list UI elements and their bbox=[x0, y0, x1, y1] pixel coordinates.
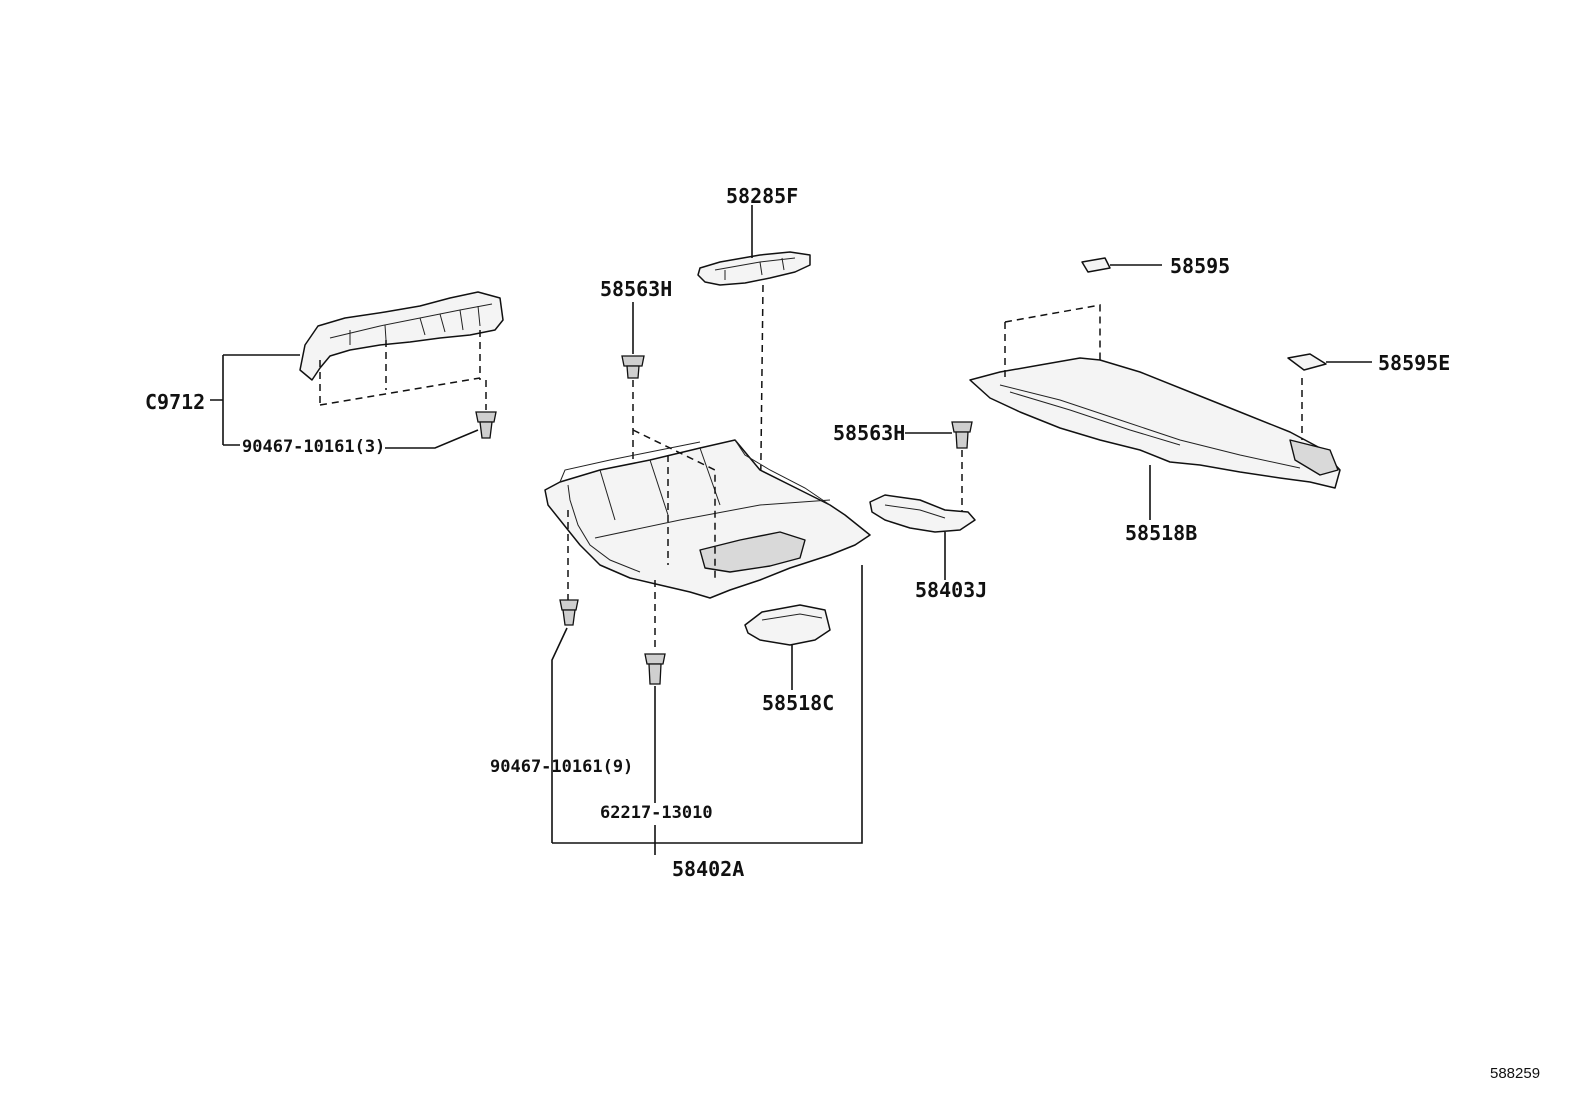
bracket-58285f bbox=[697, 251, 811, 286]
bracket-58403j bbox=[869, 494, 976, 533]
floor-mat-58402a bbox=[544, 439, 871, 599]
label-58402a: 58402A bbox=[672, 857, 744, 881]
clip-90467-bottom bbox=[559, 599, 579, 626]
clip-58563h-top bbox=[621, 355, 645, 379]
leader-90467-3 bbox=[385, 429, 479, 449]
label-58595e: 58595E bbox=[1378, 351, 1450, 375]
label-c9712: C9712 bbox=[145, 390, 205, 414]
label-58403j: 58403J bbox=[915, 578, 987, 602]
clip-90467-left bbox=[475, 411, 497, 439]
tab-58595e bbox=[1287, 353, 1327, 371]
label-58285f: 58285F bbox=[726, 184, 798, 208]
label-58563h-right: 58563H bbox=[833, 421, 905, 445]
pad-58518c bbox=[744, 604, 831, 646]
leader-90467-9 bbox=[551, 627, 568, 843]
clip-62217 bbox=[644, 653, 666, 685]
panel-58518b bbox=[969, 357, 1341, 489]
leader-c9712 bbox=[210, 354, 300, 446]
leader-58402a bbox=[552, 565, 863, 855]
dash-c9712-d bbox=[319, 377, 481, 406]
label-58563h-top: 58563H bbox=[600, 277, 672, 301]
dash-58285f bbox=[759, 284, 764, 541]
figure-id: 588259 bbox=[1490, 1065, 1540, 1082]
label-90467-10161-3: 90467-10161(3) bbox=[242, 437, 385, 457]
dash-58518b-a bbox=[1004, 304, 1101, 360]
side-trim-panel-c9712 bbox=[299, 291, 504, 381]
tab-58595 bbox=[1081, 257, 1111, 273]
label-58595: 58595 bbox=[1170, 254, 1230, 278]
clip-58563h-right bbox=[951, 421, 973, 449]
label-62217-13010: 62217-13010 bbox=[600, 803, 713, 823]
label-90467-10161-9: 90467-10161(9) bbox=[490, 757, 633, 777]
dash-58402a-a bbox=[632, 429, 716, 580]
label-58518b: 58518B bbox=[1125, 521, 1197, 545]
label-58518c: 58518C bbox=[762, 691, 834, 715]
